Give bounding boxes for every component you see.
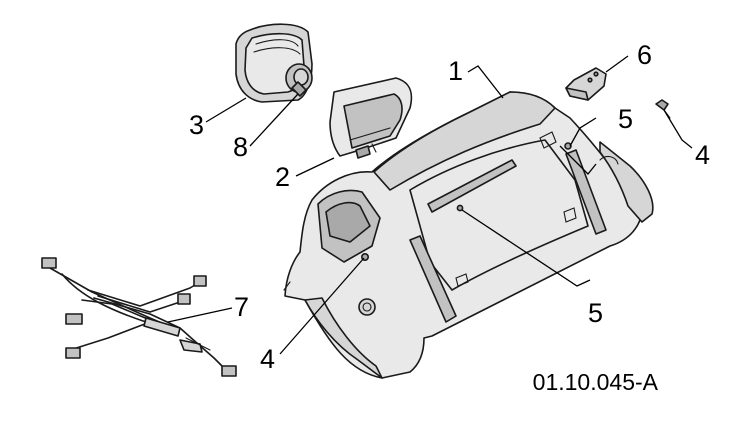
callout-6: 6 [637, 40, 652, 70]
callout-7: 7 [234, 292, 249, 322]
callout-1: 1 [448, 56, 463, 86]
callout-4-left: 4 [260, 344, 275, 374]
hood-panel-part [283, 91, 654, 379]
switch-part [565, 67, 607, 101]
callout-5-lower: 5 [588, 298, 603, 328]
callout-5-upper: 5 [618, 104, 633, 134]
headlight-frame-part [329, 77, 413, 159]
callout-4-right: 4 [695, 140, 710, 170]
wiring-harness-part [41, 257, 237, 377]
bulb-socket-part [285, 63, 313, 97]
document-number: 01.10.045-A [533, 369, 659, 395]
callout-8: 8 [233, 132, 248, 162]
callout-3: 3 [189, 110, 204, 140]
callout-2: 2 [275, 162, 290, 192]
leader-lines [167, 55, 693, 355]
